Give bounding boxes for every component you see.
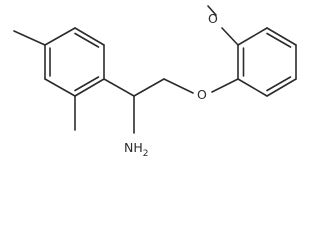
bond-ring2-double-bottomright bbox=[266, 76, 292, 92]
bond-ring1-c6-c1 bbox=[44, 27, 76, 46]
bond-ring1-c4-c5 bbox=[44, 78, 76, 97]
bond-ch-to-ch2 bbox=[133, 78, 165, 97]
methoxyphenyl-ring bbox=[237, 27, 297, 97]
bond-ring2-double-topright bbox=[266, 32, 292, 48]
bond-ring1-c1-c2 bbox=[74, 27, 105, 46]
chemical-structure-diagram: NH2 O O bbox=[13, 5, 297, 159]
dimethylphenyl-ring bbox=[44, 27, 105, 97]
bond-ring2-c6-c1 bbox=[237, 78, 268, 97]
bond-ring2-c5-c6 bbox=[266, 78, 297, 97]
ether-oxygen-label: O bbox=[197, 87, 207, 102]
amine-label-subscript: 2 bbox=[143, 149, 149, 159]
methyl-bond-para bbox=[13, 30, 46, 46]
bond-ring-to-ch bbox=[103, 78, 135, 97]
amine-label-main: NH bbox=[124, 140, 143, 155]
bond-methoxy-o-to-methyl bbox=[207, 5, 217, 16]
amine-label: NH2 bbox=[124, 140, 148, 159]
bond-ring1-double-bottom bbox=[74, 76, 100, 92]
bond-oxygen-to-ring2 bbox=[211, 78, 239, 93]
bond-ring1-c3-c4 bbox=[74, 78, 105, 97]
bond-ch2-to-oxygen bbox=[163, 78, 194, 94]
bond-ring1-double-top bbox=[74, 32, 100, 48]
bond-ring2-c3-c4 bbox=[266, 27, 297, 46]
bond-ring2-to-methoxy-o bbox=[221, 27, 239, 46]
methoxy-oxygen-label: O bbox=[208, 11, 218, 26]
bond-ring2-c2-c3 bbox=[237, 27, 268, 46]
